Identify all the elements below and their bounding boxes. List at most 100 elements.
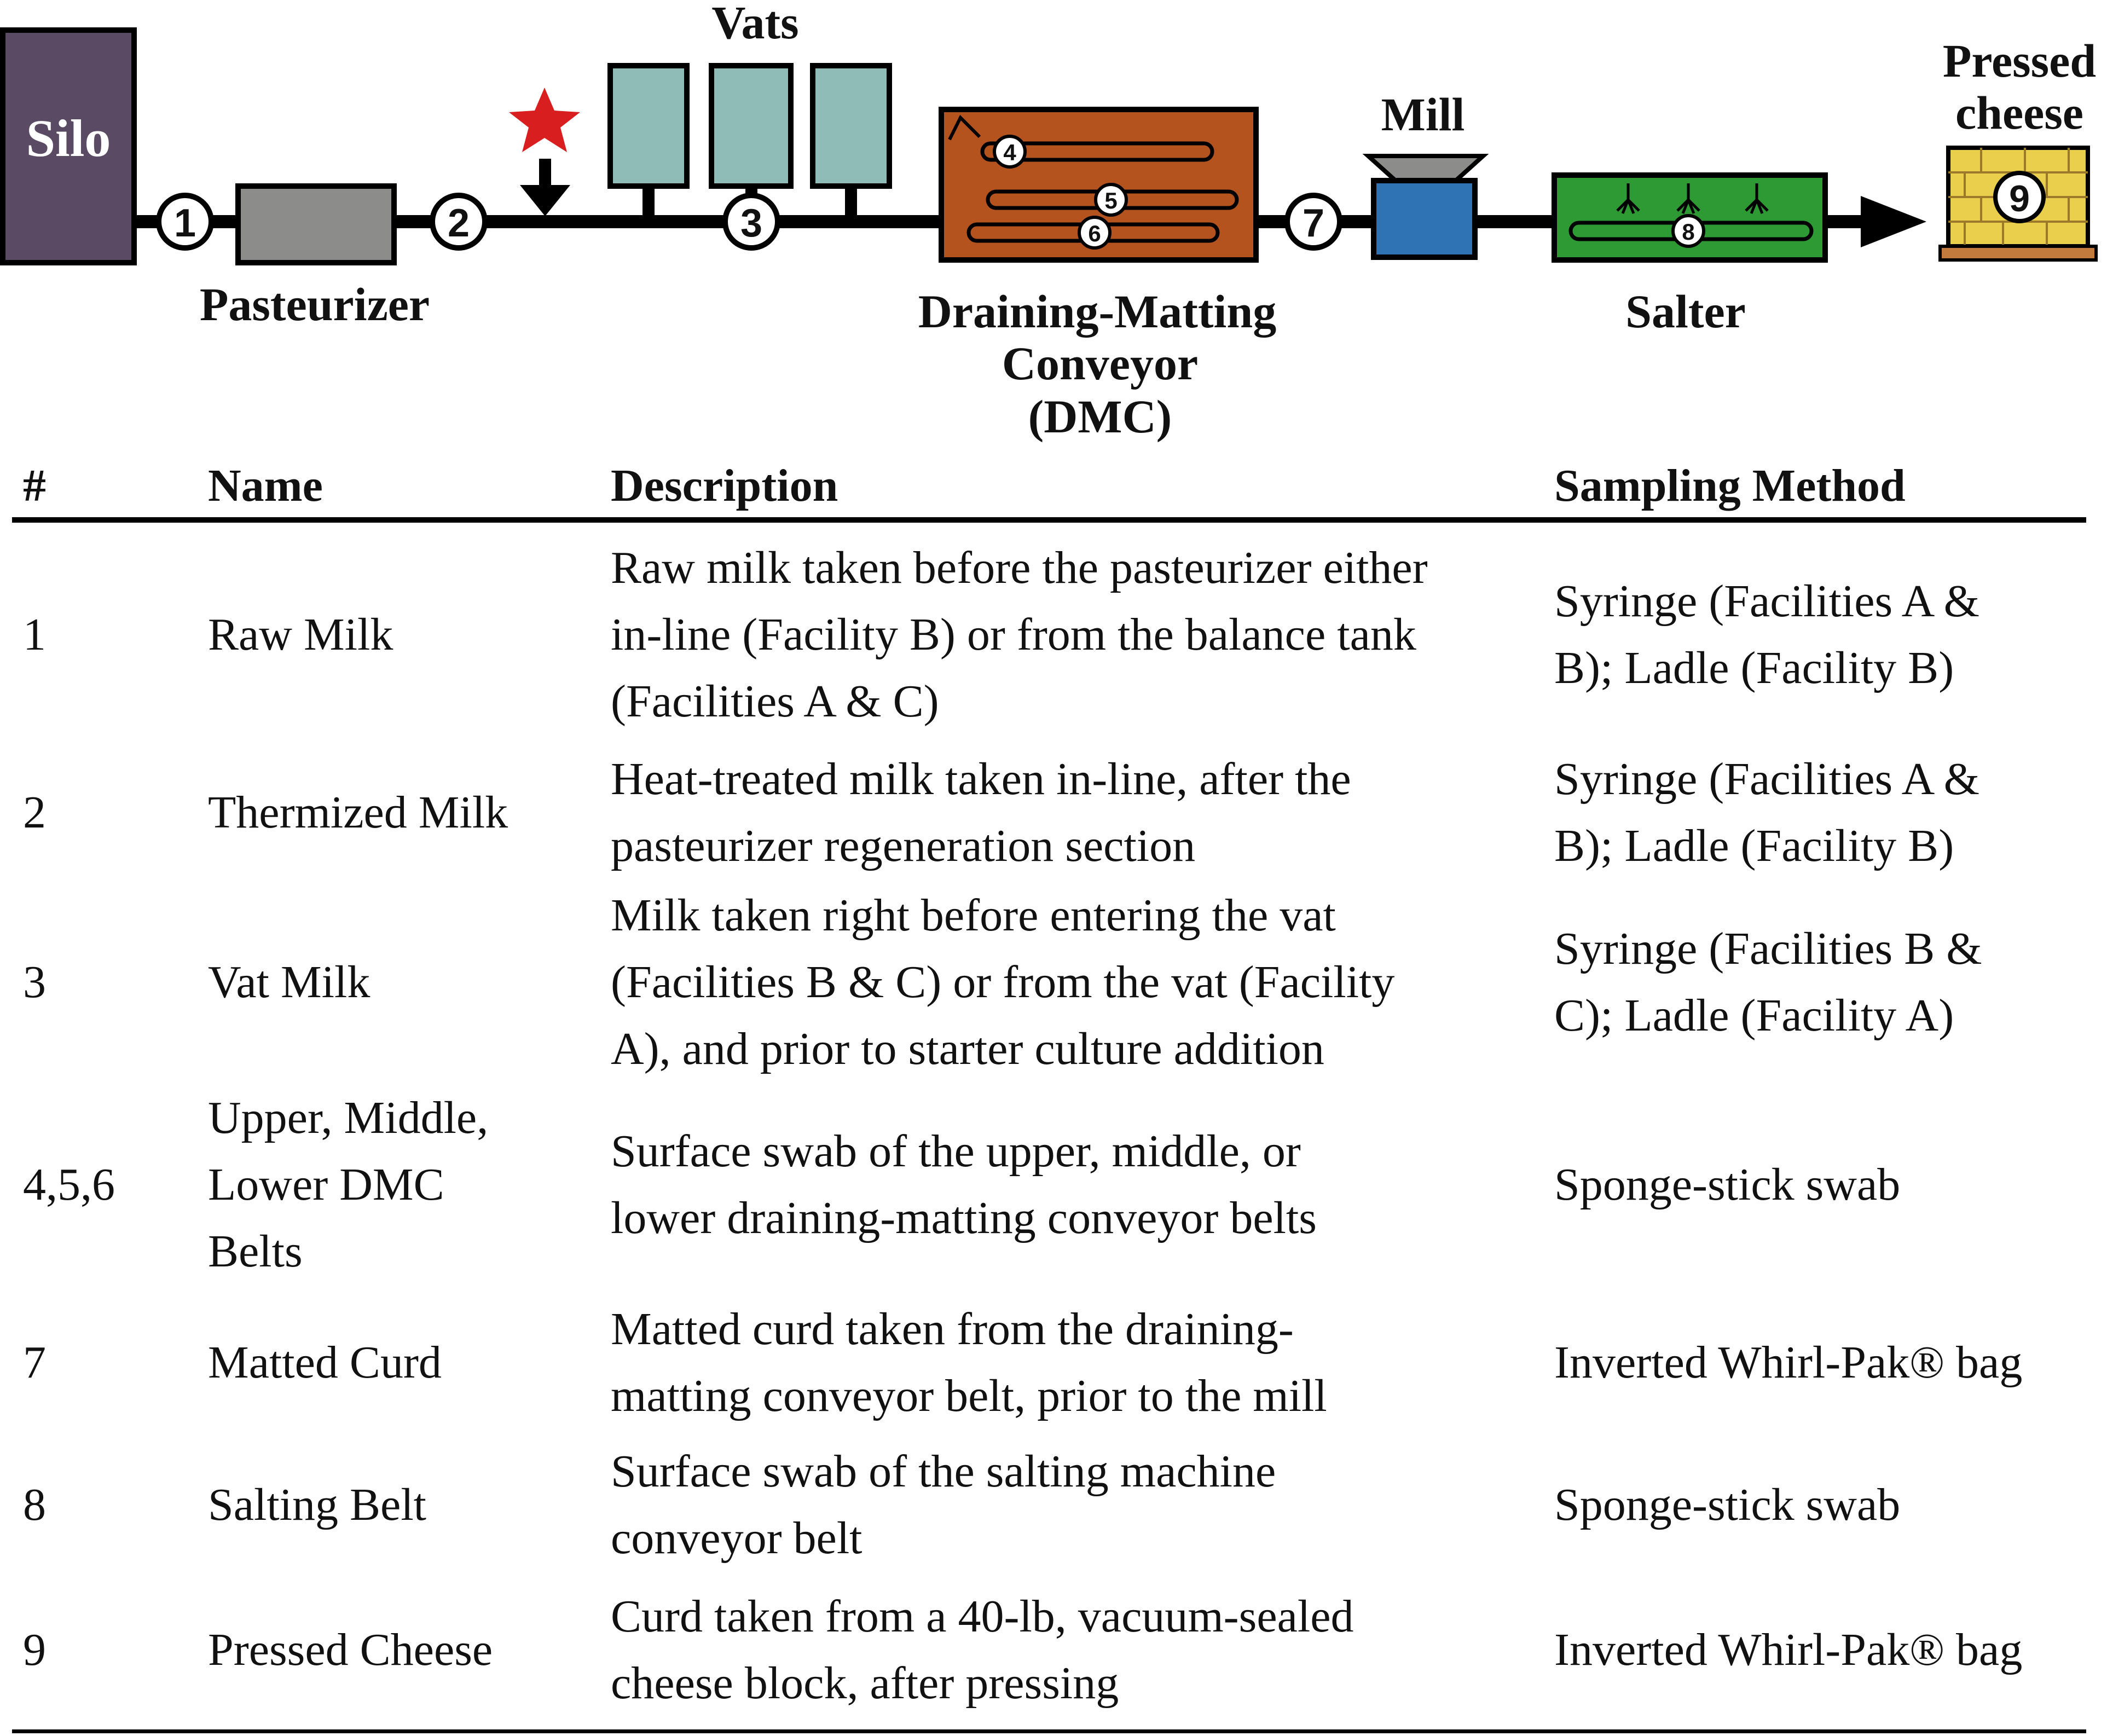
cell-name: Pressed Cheese	[208, 1576, 602, 1724]
svg-text:1: 1	[174, 201, 196, 245]
marker-2: 2	[430, 193, 488, 251]
cell-method: Syringe (Facilities A & B); Ladle (Facili…	[1554, 739, 2096, 887]
cell-name-line: Salting Belt	[208, 1479, 426, 1530]
cell-method: Sponge-stick swab	[1554, 1078, 2096, 1292]
cell-method: Syringe (Facilities B & C); Ladle (Facili…	[1554, 887, 2096, 1078]
silo-tank	[0, 27, 137, 265]
star-icon	[509, 88, 580, 152]
dmc-upper-belt	[980, 141, 1214, 162]
cell-method-line: B); Ladle (Facility B)	[1554, 820, 1954, 871]
cell-description-line: in-line (Facility B) or from the balance…	[611, 609, 1416, 660]
cell-num: 4,5,6	[23, 1078, 198, 1292]
svg-text:2: 2	[448, 201, 470, 245]
down-arrow-icon	[520, 159, 570, 216]
cell-description-line: Surface swab of the salting machine	[611, 1446, 1276, 1497]
cell-method-line: Syringe (Facilities B &	[1554, 923, 1982, 974]
cell-method-line: Inverted Whirl-Pak® bag	[1554, 1624, 2023, 1675]
pasteurizer-label: Pasteurizer	[200, 278, 430, 331]
cell-name: Salting Belt	[208, 1434, 602, 1576]
cell-num-text: 2	[23, 787, 46, 838]
cell-description-line: pasteurizer regeneration section	[611, 820, 1196, 871]
cell-method-line: C); Ladle (Facility A)	[1554, 990, 1954, 1041]
header-method: Sampling Method	[1554, 460, 1906, 511]
cell-name-line: Thermized Milk	[208, 787, 508, 838]
cell-method: Inverted Whirl-Pak® bag	[1554, 1292, 2096, 1434]
cell-num: 1	[23, 531, 198, 739]
header-num: #	[23, 460, 46, 511]
marker-9: 9	[1993, 171, 2046, 223]
cell-description: Heat-treated milk taken in-line, after t…	[611, 739, 1519, 887]
marker-1: 1	[156, 193, 214, 251]
cell-description: Milk taken right before entering the vat…	[611, 887, 1519, 1078]
cell-num-text: 7	[23, 1337, 46, 1388]
cell-name-line: Raw Milk	[208, 609, 393, 660]
cell-name-line: Belts	[208, 1226, 303, 1277]
cell-method-line: Inverted Whirl-Pak® bag	[1554, 1337, 2023, 1388]
cell-num-text: 1	[23, 609, 46, 660]
svg-text:8: 8	[1682, 219, 1694, 245]
vat-1	[607, 63, 690, 189]
cell-num-text: 3	[23, 957, 46, 1008]
marker-6: 6	[1078, 216, 1112, 250]
cell-method: Sponge-stick swab	[1554, 1434, 2096, 1576]
cell-num: 8	[23, 1434, 198, 1576]
cell-name-line: Matted Curd	[208, 1337, 442, 1388]
salter-label: Salter	[1625, 285, 1746, 338]
pressed-cheese-label-line1: Pressed	[1943, 34, 2096, 87]
cell-description-line: cheese block, after pressing	[611, 1658, 1119, 1709]
cell-description-line: Raw milk taken before the pasteurizer ei…	[611, 542, 1428, 593]
dmc-label-line3: (DMC)	[1028, 390, 1172, 443]
cell-name: Vat Milk	[208, 887, 602, 1078]
process-flow-diagram: Silo 1 Pasteurizer 2 Vats 3	[0, 0, 2098, 443]
vat-3	[810, 63, 892, 189]
marker-8: 8	[1671, 214, 1705, 248]
cell-num: 2	[23, 739, 198, 887]
dmc-unit: 4 5 6	[939, 107, 1259, 263]
cell-description: Curd taken from a 40-lb, vacuum-sealed ch…	[611, 1576, 1519, 1724]
cell-method-line: Syringe (Facilities A &	[1554, 754, 1979, 805]
salter-unit: 8	[1552, 172, 1828, 263]
table-row: 7 Matted Curd Matted curd taken from the d…	[0, 1292, 2107, 1434]
cell-method-line: B); Ladle (Facility B)	[1554, 643, 1954, 693]
cell-num: 3	[23, 887, 198, 1078]
funnel-icon	[1362, 154, 1489, 183]
cell-name: Raw Milk	[208, 531, 602, 739]
cell-method-line: Sponge-stick swab	[1554, 1479, 1901, 1530]
cell-description-line: matting conveyor belt, prior to the mill	[611, 1370, 1327, 1421]
svg-text:6: 6	[1088, 221, 1101, 246]
marker-3: 3	[722, 193, 780, 251]
header-rule	[12, 517, 2086, 523]
cell-method-line: Sponge-stick swab	[1554, 1159, 1901, 1210]
cell-description-line: A), and prior to starter culture additio…	[611, 1023, 1324, 1074]
header-name: Name	[208, 460, 323, 511]
dmc-label-line2: Conveyor	[1002, 337, 1198, 390]
cell-description-line: Milk taken right before entering the vat	[611, 890, 1336, 941]
cell-name-line: Vat Milk	[208, 957, 371, 1008]
marker-5: 5	[1094, 183, 1128, 217]
silo-label: Silo	[26, 109, 111, 167]
cell-description-line: Heat-treated milk taken in-line, after t…	[611, 754, 1351, 805]
table-header: # Name Description Sampling Method	[0, 449, 2107, 520]
vats-label: Vats	[711, 0, 798, 49]
cell-name-line: Upper, Middle,	[208, 1092, 489, 1143]
svg-text:9: 9	[2009, 178, 2030, 219]
cell-num-text: 4,5,6	[23, 1159, 115, 1210]
cell-name: Matted Curd	[208, 1292, 602, 1434]
cell-description-line: Curd taken from a 40-lb, vacuum-sealed	[611, 1591, 1354, 1642]
table-row: 2 Thermized Milk Heat-treated milk taken i…	[0, 739, 2107, 887]
cell-description: Matted curd taken from the draining-matt…	[611, 1292, 1519, 1434]
cell-description: Raw milk taken before the pasteurizer ei…	[611, 531, 1519, 739]
cell-name-line: Pressed Cheese	[208, 1624, 493, 1675]
svg-text:4: 4	[1003, 140, 1016, 165]
dmc-label-line1: Draining-Matting	[918, 285, 1277, 338]
header-description: Description	[611, 460, 838, 511]
svg-text:5: 5	[1104, 188, 1117, 213]
table-row: 1 Raw Milk Raw milk taken before the paste…	[0, 531, 2107, 739]
mill-label: Mill	[1381, 88, 1465, 141]
